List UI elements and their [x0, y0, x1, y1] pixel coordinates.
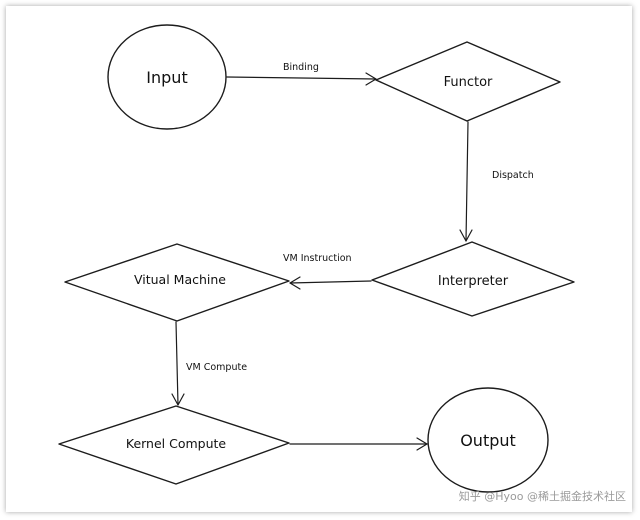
interpreter-diamond [371, 241, 575, 317]
node-functor: Functor [375, 41, 561, 122]
vm-instruction-label: VM Instruction [283, 253, 352, 264]
dispatch-line [465, 121, 469, 242]
input-circle [107, 24, 227, 130]
kernel-compute-label: Kernel Compute [126, 436, 227, 451]
output-circle [427, 387, 549, 493]
node-input: Input [107, 24, 227, 130]
binding-arrowhead [365, 72, 377, 86]
node-output: Output [427, 387, 549, 493]
output-label: Output [460, 431, 516, 450]
edge-vm-instruction: VM Instruction [283, 253, 372, 290]
edge-kernel-to-output [289, 437, 428, 451]
vm-compute-label: VM Compute [186, 362, 247, 373]
kernel-compute-diamond [58, 405, 290, 485]
vm-compute-arrowhead [171, 393, 185, 406]
functor-diamond [375, 41, 561, 122]
binding-line [226, 76, 377, 80]
kernel-output-arrowhead [416, 437, 428, 451]
vm-compute-line [175, 321, 179, 406]
virtual-machine-diamond [64, 243, 290, 322]
vm-instruction-arrowhead [289, 276, 301, 290]
edge-binding: Binding [226, 62, 377, 86]
node-virtual-machine: Vitual Machine [64, 243, 290, 322]
input-label: Input [146, 68, 187, 87]
watermark-text: 知乎 @Hyoo @稀土掘金技术社区 [459, 489, 626, 503]
edge-vm-compute: VM Compute [171, 321, 247, 406]
dispatch-arrowhead [459, 229, 473, 242]
node-interpreter: Interpreter [371, 241, 575, 317]
functor-label: Functor [444, 75, 493, 90]
dispatch-label: Dispatch [492, 170, 534, 181]
vm-instruction-line [289, 280, 372, 284]
virtual-machine-label: Vitual Machine [134, 272, 226, 287]
binding-label: Binding [283, 62, 319, 73]
interpreter-label: Interpreter [438, 274, 509, 289]
node-kernel-compute: Kernel Compute [58, 405, 290, 485]
edge-dispatch: Dispatch [459, 121, 534, 242]
